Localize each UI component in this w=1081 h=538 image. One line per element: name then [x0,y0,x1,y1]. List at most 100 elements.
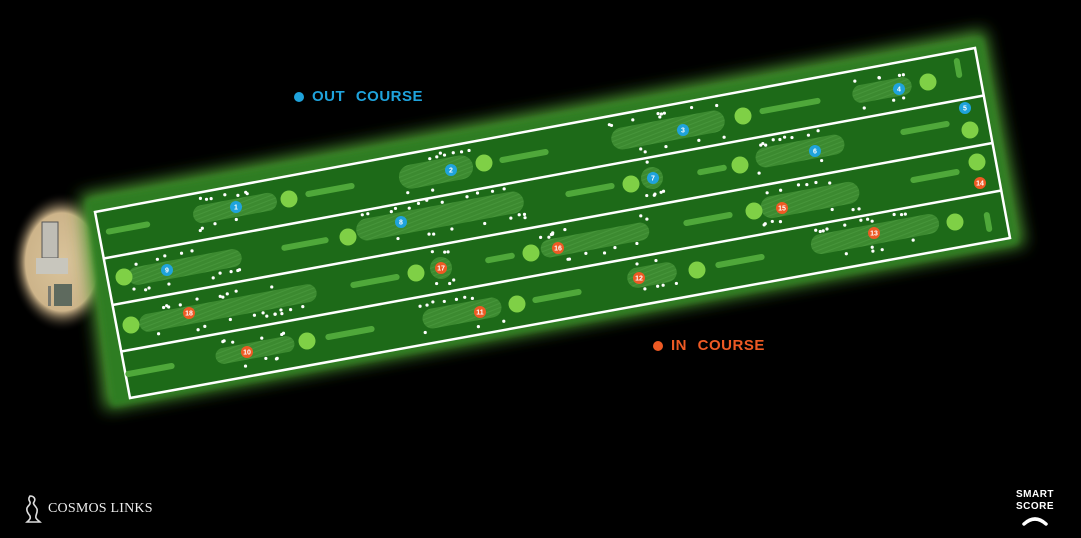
bunker [635,262,639,266]
putting-green [407,264,425,282]
bunker [639,214,643,218]
in-hole-badge-icon [974,177,986,189]
bunker [862,106,866,110]
fairway [422,297,502,329]
bunker [901,73,905,77]
bunker [144,288,148,292]
bunker [430,250,434,254]
out-hole-badge-icon [395,216,407,228]
bunker [645,160,649,164]
bunker [467,148,471,153]
out-hole-badge-icon [809,145,821,157]
bunker [844,252,848,256]
putting-green [968,153,986,171]
bunker [209,197,213,201]
bunker [228,317,232,322]
out-hole-badge-icon [445,164,457,176]
hole-number: 12 [635,276,643,283]
bunker [195,297,199,301]
hole-marker-3: 3 [677,124,689,136]
out-hole-badge-icon [893,83,905,95]
putting-green [522,244,540,262]
bunker [814,228,818,232]
bunker [851,208,855,212]
bunker [522,212,527,216]
bunker [229,269,233,274]
fairway [755,134,845,168]
bunker [155,257,159,261]
smart-score-line1: SMART [1015,489,1055,500]
tee-box [683,211,733,227]
hole-marker-4: 4 [893,83,905,95]
out-hole-badge-icon [230,201,242,213]
hole-number: 15 [778,206,786,213]
bunker [899,212,904,217]
tee-box [900,120,950,136]
bunker [645,193,649,198]
cosmos-links-logo: COSMOS LINKS [24,494,153,524]
row-divider-line [112,141,993,307]
bunker [423,330,427,335]
bunker [451,151,455,155]
hole-marker-8: 8 [395,216,407,228]
bunker [198,196,203,200]
bunker [360,213,364,217]
hole-number: 6 [813,149,817,156]
bunker [765,191,769,195]
bunker [870,245,874,249]
tee-box [499,148,549,164]
bunker [218,294,222,298]
hole-number: 14 [976,181,984,188]
bunker [790,135,794,140]
bunker [656,111,660,116]
brand-name: COSMOS LINKS [48,501,153,516]
tee-box [105,221,151,235]
bunker [911,238,915,242]
out-hole-badge-icon [161,264,173,276]
bunker [643,150,647,154]
legend-out-course: OUT COURSE [294,88,423,105]
bunker [442,299,446,304]
bunker [820,158,824,163]
bunker [770,219,774,224]
bunker [435,155,439,159]
putting-green [298,332,316,350]
bunker [221,295,225,299]
bunker [843,223,847,227]
bunker [211,276,215,280]
bunker [223,193,227,197]
bunker [301,304,305,309]
bunker [204,197,209,201]
bunker [438,151,442,155]
putting-green [280,190,298,208]
bunker [859,218,863,222]
bunker [857,207,861,211]
bunker [483,221,487,226]
bunker [237,268,242,272]
tee-box [565,182,615,198]
hole-marker-17: 17 [435,262,447,274]
hole-number: 5 [963,106,967,113]
bunker [689,105,694,110]
bunker [722,135,726,139]
hole-marker-9: 9 [161,264,173,276]
bunker [446,250,450,254]
hole-marker-11: 11 [474,306,486,318]
bunker [814,180,818,185]
smile-icon [1022,517,1048,526]
bunker [659,190,663,194]
bunker [476,325,480,329]
in-hole-badge-icon [868,227,880,239]
bunker [279,308,283,312]
putting-green [688,261,706,279]
fairway [540,222,650,258]
bunker [664,144,668,149]
hole-marker-16: 16 [552,242,564,254]
bunker [871,249,875,253]
fairway [128,249,242,285]
putting-green [622,175,640,193]
bunker [222,339,226,343]
bunker [161,305,166,310]
bunker [897,73,902,77]
bunker [435,281,439,286]
